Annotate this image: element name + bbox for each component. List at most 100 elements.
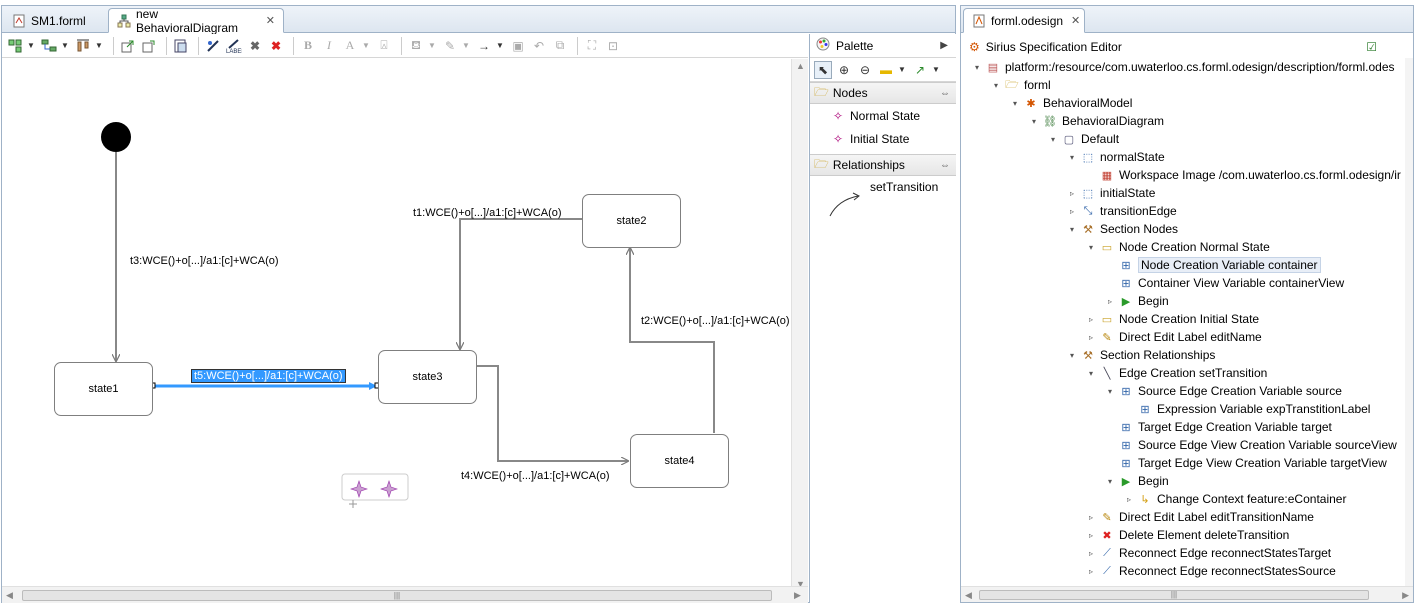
scroll-up-icon[interactable]: ▲: [796, 61, 805, 71]
edge-label-t2[interactable]: t2:WCE()+o[...]/a1:[c]+WCA(o): [641, 315, 790, 327]
scroll-right-icon[interactable]: ▶: [794, 590, 801, 600]
collapse-icon[interactable]: ▹: [1088, 548, 1093, 558]
collapse-icon[interactable]: ▹: [1088, 530, 1093, 540]
expand-icon[interactable]: ▾: [1069, 350, 1074, 360]
chevron-down-icon[interactable]: ▼: [27, 41, 35, 50]
expand-icon[interactable]: ▾: [1088, 368, 1093, 378]
note-attachment-icon[interactable]: ↗: [914, 62, 926, 77]
tree-item[interactable]: ▹✎Direct Edit Label editTransitionName: [1085, 508, 1314, 526]
scrollbar-thumb[interactable]: |||: [979, 590, 1369, 600]
tree-item[interactable]: ⊞Target Edge Creation Variable target: [1104, 418, 1332, 436]
refresh-icon[interactable]: [140, 37, 158, 55]
tree-item[interactable]: ▾▭Node Creation Normal State: [1085, 238, 1270, 256]
scrollbar-thumb[interactable]: |||: [22, 590, 772, 601]
collapse-icon[interactable]: ▹: [1088, 566, 1093, 576]
collapse-icon[interactable]: ▹: [1069, 188, 1074, 198]
tree-item[interactable]: ▾▶Begin: [1104, 472, 1169, 490]
tree-item[interactable]: ⊞Node Creation Variable container: [1104, 256, 1321, 274]
italic-icon[interactable]: I: [327, 38, 331, 52]
initial-state-icon[interactable]: [380, 480, 398, 498]
note-icon[interactable]: ▬: [880, 62, 892, 77]
bold-icon[interactable]: B: [303, 38, 312, 52]
expand-icon[interactable]: ▾: [1107, 386, 1112, 396]
normal-state-icon[interactable]: [350, 480, 368, 498]
font-style-icon[interactable]: ⍓: [380, 38, 388, 52]
layout-icon[interactable]: ▣: [512, 38, 524, 53]
vertical-scrollbar[interactable]: ▲ ▼: [791, 59, 808, 591]
tree-item[interactable]: ▾⚒Section Relationships: [1066, 346, 1215, 364]
tree-item[interactable]: ▾⛓BehavioralDiagram: [1028, 112, 1164, 130]
select-tool-icon[interactable]: ⬉: [814, 60, 832, 79]
edge-label-t4[interactable]: t4:WCE()+o[...]/a1:[c]+WCA(o): [461, 470, 610, 482]
horizontal-scrollbar[interactable]: ◀ ||| ▶: [2, 586, 808, 603]
export-icon[interactable]: [119, 37, 137, 55]
edge-label-t3[interactable]: t3:WCE()+o[...]/a1:[c]+WCA(o): [130, 255, 279, 267]
zoom-fit-icon[interactable]: ⛶: [587, 38, 597, 52]
edge-t4[interactable]: [477, 365, 628, 461]
expand-icon[interactable]: ▾: [1107, 476, 1112, 486]
chevron-down-icon[interactable]: ▼: [932, 65, 940, 74]
expand-icon[interactable]: ▾: [1050, 134, 1055, 144]
tree-item[interactable]: ⊞Expression Variable expTranstitionLabel: [1123, 400, 1370, 418]
collapse-icon[interactable]: ▹: [1088, 332, 1093, 342]
state-node[interactable]: state2: [582, 194, 681, 248]
tree-item[interactable]: ▹⟋Reconnect Edge reconnectStatesTarget: [1085, 544, 1331, 562]
edge-label-t1[interactable]: t1:WCE()+o[...]/a1:[c]+WCA(o): [413, 207, 562, 219]
chevron-down-icon[interactable]: ▼: [428, 41, 436, 50]
drawer-relationships[interactable]: 🗁 Relationships ⇔: [810, 154, 956, 176]
chevron-down-icon[interactable]: ▼: [362, 41, 370, 50]
palette-item-normal-state[interactable]: ✧ Normal State: [810, 104, 956, 127]
diagram-canvas[interactable]: state1 state2 state3 state4 t1:WCE()+o[.…: [2, 59, 808, 591]
edge-label-t5[interactable]: t5:WCE()+o[...]/a1:[c]+WCA(o): [191, 369, 346, 383]
pin-icon[interactable]: ⇔: [940, 159, 950, 171]
add-icon[interactable]: [349, 500, 357, 508]
tree-item[interactable]: ▹⟋Reconnect Edge reconnectStatesSource: [1085, 562, 1336, 580]
collapse-icon[interactable]: ▹: [1088, 314, 1093, 324]
vertical-scrollbar[interactable]: [1405, 58, 1413, 588]
close-icon[interactable]: ✕: [265, 15, 275, 27]
zoom-out-icon[interactable]: ⊖: [859, 62, 871, 77]
align-icon[interactable]: [74, 37, 92, 55]
font-color-icon[interactable]: A: [345, 38, 355, 52]
zoom-in-icon[interactable]: ⊕: [838, 62, 850, 77]
hide-element-icon[interactable]: [204, 37, 222, 55]
palette-item-settransition[interactable]: setTransition: [810, 176, 956, 222]
horizontal-scrollbar[interactable]: ◀ ||| ▶: [961, 586, 1413, 602]
initial-state-node[interactable]: [101, 122, 131, 152]
tree-item[interactable]: ▹▭Node Creation Initial State: [1085, 310, 1259, 328]
tree-item[interactable]: ⊞Target Edge View Creation Variable targ…: [1104, 454, 1386, 472]
chevron-down-icon[interactable]: ▼: [95, 41, 103, 50]
tree-item[interactable]: ▾⊞Source Edge Creation Variable source: [1104, 382, 1342, 400]
tab-sm1-forml[interactable]: SM1.forml: [4, 8, 108, 33]
tree-item[interactable]: ▦Workspace Image /com.uwaterloo.cs.forml…: [1085, 166, 1401, 184]
tree-item[interactable]: ▹↳Change Context feature:eContainer: [1123, 490, 1346, 508]
edge-t1[interactable]: [460, 218, 582, 349]
expand-icon[interactable]: ▾: [1031, 116, 1036, 126]
expand-icon[interactable]: ▾: [1088, 242, 1093, 252]
delete-icon[interactable]: ✖: [249, 38, 261, 53]
collapse-icon[interactable]: ▹: [1088, 512, 1093, 522]
pin-icon[interactable]: ⇔: [940, 87, 950, 99]
undo-icon[interactable]: ↶: [533, 38, 545, 53]
expand-icon[interactable]: ▾: [1069, 224, 1074, 234]
scroll-left-icon[interactable]: ◀: [6, 590, 13, 600]
drawer-nodes[interactable]: 🗁 Nodes ⇔: [810, 82, 956, 104]
tree-item[interactable]: ⊞Source Edge View Creation Variable sour…: [1104, 436, 1396, 454]
chevron-down-icon[interactable]: ▼: [61, 41, 69, 50]
chevron-down-icon[interactable]: ▼: [496, 41, 504, 50]
fill-color-icon[interactable]: ⛾: [411, 37, 421, 52]
line-style-icon[interactable]: →: [478, 38, 490, 53]
arrange-icon[interactable]: [40, 37, 58, 55]
copy-format-icon[interactable]: [172, 37, 190, 55]
tree-item[interactable]: ▹▶Begin: [1104, 292, 1169, 310]
tree-item[interactable]: ▾✱BehavioralModel: [1009, 94, 1132, 112]
tree-item[interactable]: ▾▢Default: [1047, 130, 1119, 148]
tab-new-behavioraldiagram[interactable]: new BehavioralDiagram ✕: [108, 7, 284, 35]
close-icon[interactable]: ✕: [1071, 15, 1081, 27]
chevron-down-icon[interactable]: ▼: [898, 65, 906, 74]
tree-item[interactable]: ▾⚒Section Nodes: [1066, 220, 1178, 238]
snap-grid-icon[interactable]: ⊡: [607, 38, 619, 53]
chevron-down-icon[interactable]: ▼: [462, 41, 470, 50]
tree-item[interactable]: ▾╲Edge Creation setTransition: [1085, 364, 1267, 382]
collapse-palette-icon[interactable]: ▶: [940, 40, 948, 51]
